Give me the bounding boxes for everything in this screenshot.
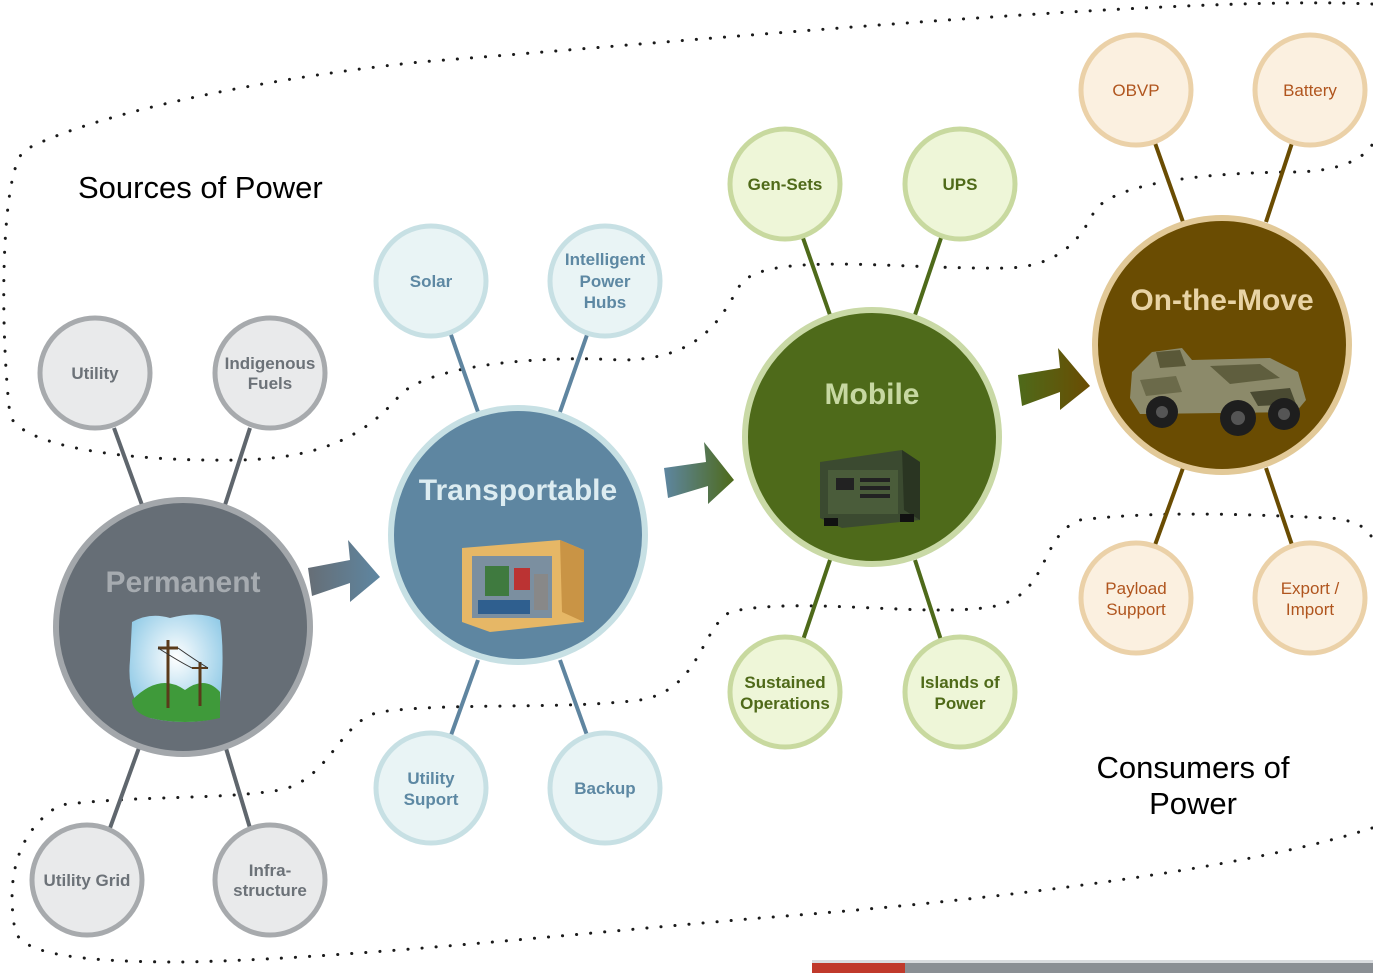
flow-arrow-mobile-to-on-the-move bbox=[1018, 348, 1090, 410]
satellite-obvp[interactable]: OBVP bbox=[1078, 32, 1194, 148]
footer-bar-accent bbox=[812, 963, 905, 973]
satellite-payload-support[interactable]: Payload Support bbox=[1078, 540, 1194, 656]
satellite-label: Fuels bbox=[248, 374, 292, 393]
hub-on-the-move[interactable]: On-the-Move bbox=[1092, 215, 1352, 475]
footer-bar bbox=[905, 963, 1373, 973]
humvee-image bbox=[1130, 348, 1306, 436]
satellite-label: Utility bbox=[407, 769, 455, 788]
consumers-label-line1: Consumers of bbox=[1096, 750, 1290, 785]
satellite-intelligent-power-hubs[interactable]: Intelligent Power Hubs bbox=[547, 223, 663, 339]
mobile-generator-image bbox=[820, 450, 920, 528]
satellite-gen-sets[interactable]: Gen-Sets bbox=[727, 126, 843, 242]
sources-of-power-label: Sources of Power bbox=[78, 170, 323, 205]
satellite-label: Utility bbox=[71, 364, 119, 383]
hub-title: On-the-Move bbox=[1130, 284, 1313, 317]
satellite-backup[interactable]: Backup bbox=[547, 730, 663, 846]
satellite-label: OBVP bbox=[1112, 81, 1159, 100]
satellite-label: Solar bbox=[410, 272, 453, 291]
satellite-battery[interactable]: Battery bbox=[1252, 32, 1368, 148]
satellite-label: Power bbox=[579, 272, 630, 291]
satellite-solar[interactable]: Solar bbox=[373, 223, 489, 339]
satellite-label: Islands of bbox=[920, 673, 1000, 692]
satellite-infrastructure[interactable]: Infra- structure bbox=[212, 822, 328, 938]
sources-region-boundary bbox=[2, 1, 1373, 462]
satellite-label: Suport bbox=[404, 790, 459, 809]
hub-title: Permanent bbox=[105, 566, 260, 599]
hub-transportable[interactable]: Transportable bbox=[388, 405, 648, 665]
satellite-label: Infra- bbox=[249, 861, 292, 880]
power-lines-image bbox=[129, 614, 223, 722]
flow-arrow-transportable-to-mobile bbox=[664, 442, 734, 504]
satellite-utility-suport[interactable]: Utility Suport bbox=[373, 730, 489, 846]
satellite-indigenous-fuels[interactable]: Indigenous Fuels bbox=[212, 315, 328, 431]
footer-bar-highlight bbox=[812, 960, 1373, 963]
satellite-label: Power bbox=[934, 694, 985, 713]
satellite-label: Hubs bbox=[584, 293, 627, 312]
consumers-label-line2: Power bbox=[1149, 786, 1237, 821]
satellite-sustained-operations[interactable]: Sustained Operations bbox=[727, 634, 843, 750]
satellite-islands-of-power[interactable]: Islands of Power bbox=[902, 634, 1018, 750]
hub-title: Mobile bbox=[825, 378, 920, 411]
hub-mobile[interactable]: Mobile bbox=[742, 307, 1002, 567]
satellite-label: Intelligent bbox=[565, 250, 646, 269]
satellite-label: Sustained bbox=[744, 673, 825, 692]
satellite-label: Battery bbox=[1283, 81, 1337, 100]
satellite-label: Support bbox=[1106, 600, 1166, 619]
satellite-label: Indigenous bbox=[225, 354, 316, 373]
satellite-label: Utility Grid bbox=[44, 871, 131, 890]
satellite-ups[interactable]: UPS bbox=[902, 126, 1018, 242]
satellite-label: Operations bbox=[740, 694, 830, 713]
flow-arrow-permanent-to-transportable bbox=[308, 540, 380, 602]
satellite-utility-grid[interactable]: Utility Grid bbox=[29, 822, 145, 938]
satellite-label: Payload bbox=[1105, 579, 1166, 598]
connector-lines bbox=[108, 142, 1294, 829]
satellite-label: UPS bbox=[943, 175, 978, 194]
satellite-label: Backup bbox=[574, 779, 635, 798]
hub-title: Transportable bbox=[419, 474, 617, 507]
consumers-of-power-label: Consumers of Power bbox=[1082, 750, 1304, 822]
generator-container-image bbox=[462, 540, 584, 632]
satellite-label: Export / bbox=[1281, 579, 1340, 598]
satellite-utility[interactable]: Utility bbox=[37, 315, 153, 431]
consumers-region-boundary bbox=[10, 512, 1373, 964]
satellite-export-import[interactable]: Export / Import bbox=[1252, 540, 1368, 656]
satellite-label: Import bbox=[1286, 600, 1334, 619]
satellite-label: structure bbox=[233, 881, 307, 900]
hub-permanent[interactable]: Permanent bbox=[53, 497, 313, 757]
satellite-label: Gen-Sets bbox=[748, 175, 823, 194]
